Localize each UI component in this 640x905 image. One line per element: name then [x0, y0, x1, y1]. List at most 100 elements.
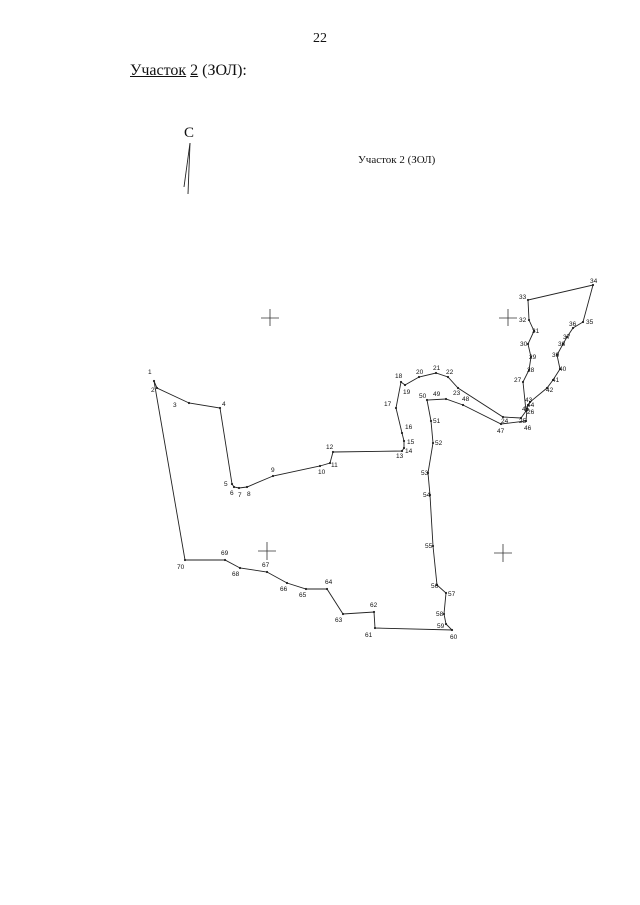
- vertex-4: [218, 406, 222, 410]
- vertex-18: [399, 380, 403, 384]
- vertex-25: [519, 416, 523, 420]
- vertex-38: [561, 342, 565, 346]
- vertex-label-15: 15: [407, 439, 415, 446]
- grid-cross-icon: [494, 544, 512, 562]
- vertex-54: [428, 493, 432, 497]
- grid-cross-icon: [261, 309, 279, 326]
- vertex-23: [456, 386, 460, 390]
- vertex-label-16: 16: [405, 424, 413, 431]
- vertex-label-61: 61: [365, 632, 373, 639]
- vertex-5: [230, 482, 234, 486]
- vertex-label-40: 40: [559, 366, 567, 373]
- vertex-label-43: 43: [525, 397, 533, 404]
- vertex-58: [442, 612, 446, 616]
- vertex-17: [394, 406, 398, 410]
- vertex-label-25: 25: [519, 418, 527, 425]
- vertex-55: [431, 544, 435, 548]
- vertex-33: [526, 298, 530, 302]
- vertex-label-14: 14: [405, 448, 413, 455]
- vertex-label-21: 21: [433, 365, 441, 372]
- vertex-64: [325, 587, 329, 591]
- vertex-61: [373, 626, 377, 630]
- vertex-label-48: 48: [462, 396, 470, 403]
- vertex-26: [524, 409, 528, 413]
- vertex-label-65: 65: [299, 592, 307, 599]
- vertex-label-41: 41: [552, 377, 560, 384]
- vertex-24: [501, 415, 505, 419]
- vertex-3: [187, 401, 191, 405]
- vertex-label-39: 39: [552, 352, 560, 359]
- vertex-15: [402, 439, 406, 443]
- vertex-label-58: 58: [436, 611, 444, 618]
- vertex-label-36: 36: [569, 321, 577, 328]
- vertex-label-35: 35: [586, 319, 594, 326]
- vertex-label-5: 5: [224, 481, 228, 488]
- vertex-label-34: 34: [590, 278, 598, 285]
- vertex-label-59: 59: [437, 623, 445, 630]
- vertex-label-31: 31: [532, 328, 540, 335]
- vertex-57: [444, 591, 448, 595]
- heading-suffix: (ЗОЛ):: [198, 62, 247, 79]
- plan-title: Участок 2 (ЗОЛ): [358, 154, 436, 166]
- vertex-label-4: 4: [222, 401, 226, 408]
- vertex-label-50: 50: [419, 393, 427, 400]
- vertex-label-20: 20: [416, 369, 424, 376]
- vertex-35: [581, 320, 585, 324]
- vertex-label-46: 46: [524, 425, 532, 432]
- vertex-34: [591, 283, 595, 287]
- vertex-27: [521, 380, 525, 384]
- vertex-label-69: 69: [221, 550, 229, 557]
- vertex-label-51: 51: [433, 418, 441, 425]
- vertex-label-33: 33: [519, 294, 527, 301]
- vertex-30: [526, 342, 530, 346]
- vertex-label-52: 52: [435, 440, 443, 447]
- vertex-10: [318, 464, 322, 468]
- vertex-label-63: 63: [335, 617, 343, 624]
- vertex-label-12: 12: [326, 444, 334, 451]
- page-number: 22: [313, 31, 327, 46]
- vertex-6: [232, 485, 236, 489]
- vertex-7: [237, 486, 241, 490]
- vertex-13: [400, 449, 404, 453]
- grid-crosses: [258, 309, 517, 562]
- north-arrow-letter: С: [184, 125, 195, 141]
- heading-prefix: Участок: [130, 62, 187, 79]
- vertex-label-23: 23: [453, 390, 461, 397]
- vertex-42: [545, 386, 549, 390]
- vertex-label-37: 37: [563, 334, 571, 341]
- vertex-label-66: 66: [280, 586, 288, 593]
- vertex-69: [223, 558, 227, 562]
- vertex-21: [434, 371, 438, 375]
- vertex-label-22: 22: [446, 369, 454, 376]
- vertex-28: [527, 368, 531, 372]
- vertex-label-67: 67: [262, 562, 270, 569]
- vertex-32: [527, 318, 531, 322]
- vertex-53: [426, 471, 430, 475]
- vertex-label-68: 68: [232, 571, 240, 578]
- vertex-31: [532, 329, 536, 333]
- vertex-36: [571, 326, 575, 330]
- vertex-label-47: 47: [497, 428, 505, 435]
- vertex-39: [555, 353, 559, 357]
- vertex-label-26: 26: [527, 409, 535, 416]
- vertex-52: [431, 441, 435, 445]
- vertex-label-3: 3: [173, 402, 177, 409]
- vertex-label-54: 54: [423, 492, 431, 499]
- vertex-1: [152, 379, 156, 383]
- vertex-9: [271, 474, 275, 478]
- vertex-label-64: 64: [325, 579, 333, 586]
- vertex-label-38: 38: [558, 341, 566, 348]
- grid-cross-icon: [499, 309, 517, 326]
- vertex-47: [499, 422, 503, 426]
- vertex-20: [417, 375, 421, 379]
- vertex-label-62: 62: [370, 602, 378, 609]
- vertex-label-8: 8: [247, 491, 251, 498]
- boundary-vertices: [152, 283, 595, 632]
- vertex-60: [450, 628, 454, 632]
- vertex-11: [328, 461, 332, 465]
- vertex-label-30: 30: [520, 341, 528, 348]
- vertex-label-28: 28: [527, 367, 535, 374]
- vertex-44: [526, 403, 530, 407]
- vertex-label-57: 57: [448, 591, 456, 598]
